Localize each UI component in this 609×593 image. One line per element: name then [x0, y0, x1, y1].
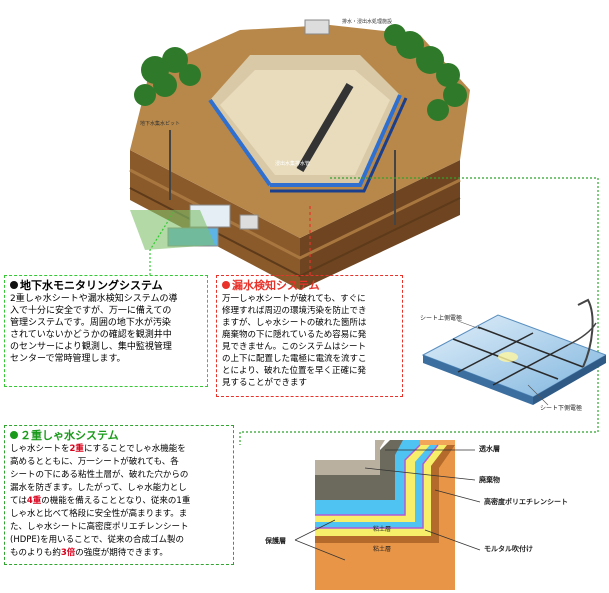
lower-electrode-label: シート下側電極	[540, 405, 583, 412]
pipe-label: 浸出水集排水管	[275, 161, 311, 167]
double-body: しゃ水シートを2重にすることでしゃ水機能を 高めるとともに、万一シートが破れても…	[10, 444, 191, 558]
clay-lower-label: 粘土層	[373, 546, 392, 553]
hdpe-label: 高密度ポリエチレンシート	[484, 498, 568, 506]
facility-label: 地下水集水ピット	[140, 121, 181, 127]
leak-body: 万一しゃ水シートが破れても、すぐに 修理すれば周辺の環境汚染を防止でき ますが、…	[222, 294, 367, 388]
bullet-icon	[10, 431, 18, 439]
top-label: 排水・浸出水処理施設	[342, 19, 393, 25]
liner-cross-section: 透水層 廃棄物 高密度ポリエチレンシート 粘土層 粘土層 保護層 モルタル吹付け	[255, 440, 605, 590]
drainage-label: 透水層	[479, 445, 500, 453]
bullet-icon	[222, 281, 230, 289]
monitoring-title: 地下水モニタリングシステム	[10, 279, 202, 293]
monitoring-body: 2重しゃ水シートや漏水検知システムの導 入で十分に安全ですが、万一に備えての 管…	[10, 294, 178, 364]
leak-box: 漏水検知システム 万一しゃ水シートが破れても、すぐに 修理すれば周辺の環境汚染を…	[216, 275, 403, 397]
landfill-illustration: 地下水集水ピット 排水・浸出水処理施設 浸出水集排水管	[0, 0, 609, 290]
sheet-electrode-diagram: シート上側電極 シート下側電極	[418, 285, 606, 425]
double-title: ２重しゃ水システム	[10, 429, 228, 443]
waste-label: 廃棄物	[479, 476, 500, 484]
double-box: ２重しゃ水システム しゃ水シートを2重にすることでしゃ水機能を 高めるとともに、…	[4, 425, 234, 565]
tree-icon	[134, 24, 467, 121]
upper-electrode-label: シート上側電極	[420, 315, 463, 322]
monitoring-box: 地下水モニタリングシステム 2重しゃ水シートや漏水検知システムの導 入で十分に安…	[4, 275, 208, 387]
leak-title: 漏水検知システム	[222, 279, 397, 293]
bullet-icon	[10, 281, 18, 289]
mortar-label: モルタル吹付け	[484, 545, 533, 553]
clay-upper-label: 粘土層	[373, 526, 392, 533]
protect-label: 保護層	[265, 537, 286, 545]
